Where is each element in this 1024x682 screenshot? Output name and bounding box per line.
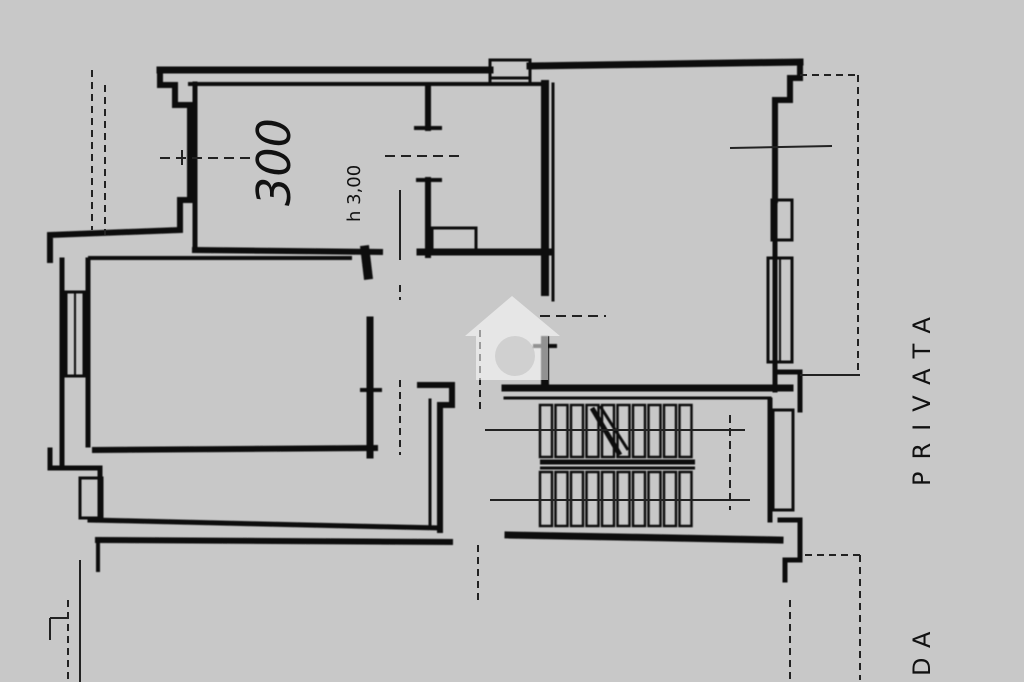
stair-tread: [598, 405, 630, 451]
stair-treads: [538, 403, 695, 528]
top-outer-wall: [156, 58, 804, 86]
bathroom-walls: [414, 80, 552, 296]
stair-tread: [589, 406, 623, 457]
left-outer-wall: [47, 257, 454, 572]
axis-lines: [160, 145, 833, 510]
bottom-partial-label: DA: [908, 622, 936, 676]
side-label: PRIVATA: [908, 305, 936, 486]
stair-block: [501, 384, 803, 583]
ceiling-height-label: h 3,00: [344, 165, 365, 222]
house-logo-watermark: [465, 296, 560, 380]
dimension-lines: [49, 70, 862, 682]
room-number-label: 300: [247, 118, 301, 206]
left-room-walls: [47, 67, 384, 281]
right-room-walls: [533, 59, 803, 413]
central-room-walls: [91, 316, 455, 533]
